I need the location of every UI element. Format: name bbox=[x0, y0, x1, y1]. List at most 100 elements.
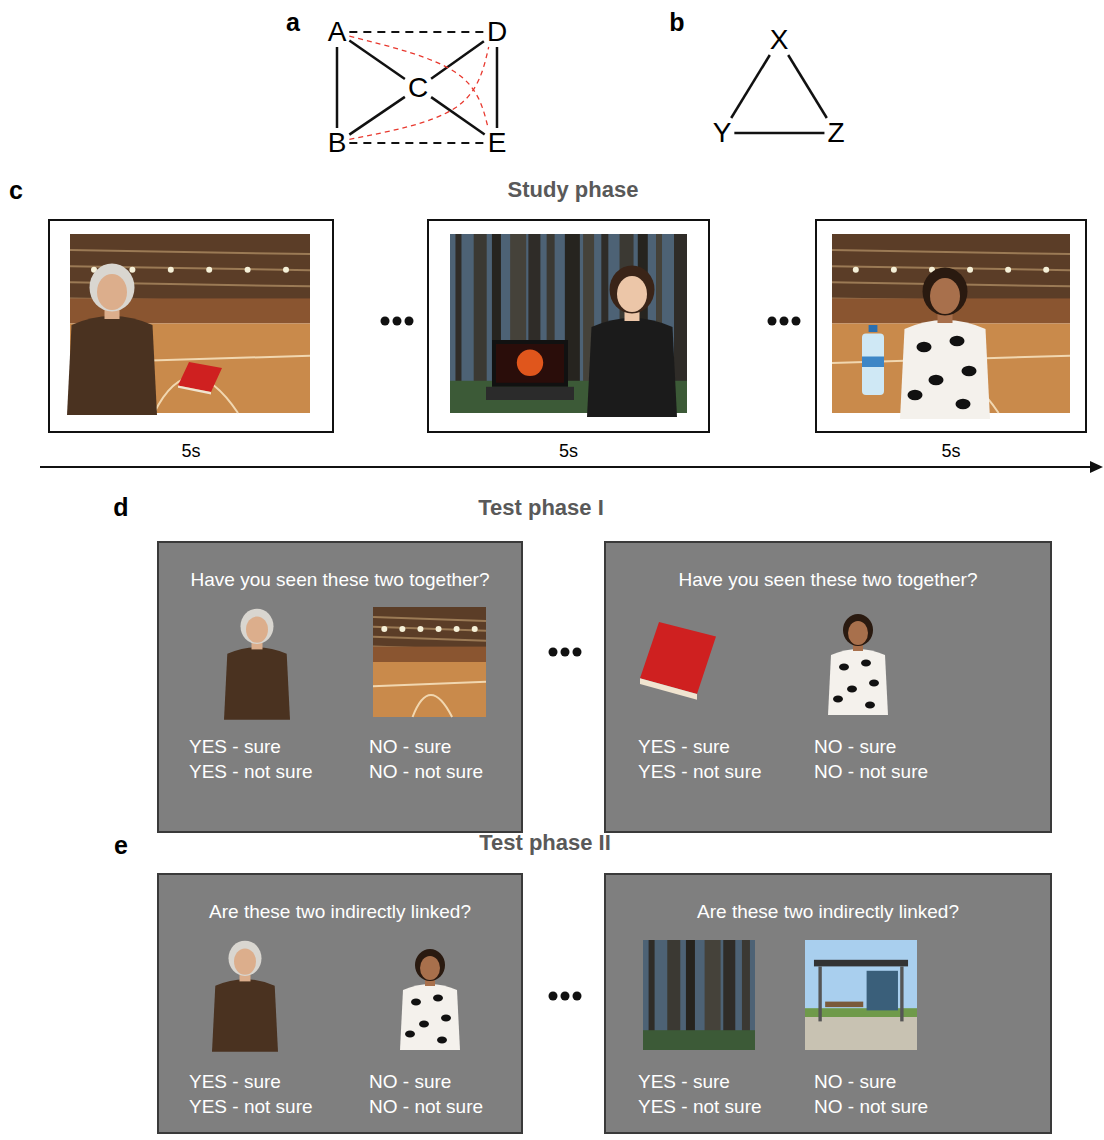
study-frame: 5s bbox=[815, 219, 1087, 433]
test-panel: Are these two indirectly linked?YES - su… bbox=[157, 873, 523, 1134]
pattern-spot bbox=[908, 390, 923, 401]
duration-label: 5s bbox=[181, 441, 200, 462]
court-line bbox=[373, 682, 486, 686]
roof-beam bbox=[373, 637, 486, 641]
panel-letter: c bbox=[9, 176, 23, 205]
ellipsis-dot bbox=[405, 317, 414, 326]
response-option: NO - not sure bbox=[814, 761, 928, 784]
test-panel: Have you seen these two together?YES - s… bbox=[157, 541, 523, 833]
book-pages bbox=[178, 385, 211, 394]
sky bbox=[805, 940, 917, 1050]
phase-title: Test phase I bbox=[478, 495, 604, 521]
graph-node: D bbox=[484, 17, 510, 47]
book-picture bbox=[640, 622, 716, 700]
person-face bbox=[97, 274, 127, 310]
person-hair bbox=[923, 268, 968, 316]
pattern-spot bbox=[441, 1015, 451, 1022]
forest-sky bbox=[643, 940, 755, 1050]
pattern-spot bbox=[839, 664, 849, 671]
direct-link bbox=[734, 132, 824, 135]
person-body bbox=[67, 316, 157, 415]
response-option: YES - sure bbox=[638, 736, 730, 759]
pattern-spot bbox=[411, 999, 421, 1006]
pattern-spot bbox=[869, 680, 879, 687]
pattern-spot bbox=[956, 399, 971, 410]
node-letter: C bbox=[405, 73, 431, 103]
forest-ground bbox=[643, 1030, 755, 1050]
shelter-post bbox=[818, 966, 821, 1021]
person-figure bbox=[828, 614, 888, 715]
ellipsis-dot bbox=[561, 648, 570, 657]
bottle-cap bbox=[869, 325, 878, 332]
response-option: NO - not sure bbox=[369, 761, 483, 784]
phase-title: Study phase bbox=[508, 177, 639, 203]
test-panel: Are these two indirectly linked?YES - su… bbox=[604, 873, 1052, 1134]
panel-ground bbox=[157, 541, 523, 833]
response-option: NO - sure bbox=[369, 1071, 451, 1094]
gym-lamp bbox=[168, 267, 174, 273]
person-figure bbox=[212, 941, 278, 1052]
roof-beam bbox=[373, 617, 486, 621]
laptop-base bbox=[486, 387, 574, 400]
gym-bleachers bbox=[373, 647, 486, 662]
laptop-screen bbox=[496, 344, 564, 383]
question-text: Have you seen these two together? bbox=[191, 569, 490, 592]
response-option: NO - sure bbox=[814, 1071, 896, 1094]
pattern-spot bbox=[929, 375, 944, 386]
ellipsis-dot bbox=[393, 317, 402, 326]
book-picture bbox=[178, 362, 222, 394]
person-face bbox=[420, 956, 440, 980]
gym-lamp bbox=[853, 267, 859, 273]
pattern-spot bbox=[861, 660, 871, 667]
person-body bbox=[587, 318, 677, 417]
roof-beam bbox=[373, 627, 486, 631]
timeline-head bbox=[1090, 461, 1103, 473]
ellipsis-dot bbox=[792, 317, 801, 326]
direct-link bbox=[431, 41, 484, 78]
ellipsis-dot bbox=[549, 992, 558, 1001]
panel-letter: e bbox=[114, 831, 128, 860]
roof-beam bbox=[832, 250, 1070, 254]
question-text: Have you seen these two together? bbox=[679, 569, 978, 592]
person-figure bbox=[587, 266, 677, 418]
court-arc bbox=[413, 695, 453, 717]
direct-link bbox=[349, 41, 405, 79]
gym-lamp bbox=[454, 626, 460, 632]
ellipsis-dots bbox=[549, 648, 582, 657]
indirect-link-curve bbox=[349, 47, 488, 139]
person-face bbox=[930, 278, 960, 314]
person-body bbox=[212, 979, 278, 1052]
pavement bbox=[805, 1017, 917, 1050]
bottle-picture bbox=[862, 325, 884, 395]
gym-lamp bbox=[283, 267, 289, 273]
phase-title: Test phase II bbox=[479, 830, 611, 856]
laptop-lid bbox=[492, 340, 568, 387]
gym-lamp bbox=[206, 267, 212, 273]
person-hair bbox=[241, 609, 274, 644]
person-body bbox=[900, 320, 990, 419]
response-option: NO - not sure bbox=[369, 1096, 483, 1119]
bench bbox=[825, 1002, 863, 1008]
node-letter: Z bbox=[824, 118, 847, 148]
pattern-spot bbox=[847, 686, 857, 693]
node-letter: D bbox=[484, 17, 510, 47]
graph-node: A bbox=[325, 17, 350, 47]
direct-link bbox=[336, 47, 339, 128]
forest-picture bbox=[643, 940, 755, 1050]
person-hair bbox=[90, 264, 135, 312]
pattern-spot bbox=[437, 1037, 447, 1044]
person-body bbox=[400, 984, 460, 1050]
gym-lamp bbox=[1043, 267, 1049, 273]
direct-link bbox=[496, 47, 499, 128]
person-body bbox=[224, 647, 290, 720]
ellipsis-dots bbox=[381, 317, 414, 326]
panel-ground bbox=[604, 873, 1052, 1134]
person-face bbox=[246, 616, 268, 642]
study-frame: 5s bbox=[48, 219, 334, 433]
person-figure bbox=[224, 609, 290, 720]
dashed-link bbox=[349, 142, 484, 144]
direct-link bbox=[731, 55, 770, 118]
person-figure bbox=[400, 949, 460, 1050]
pattern-spot bbox=[433, 995, 443, 1002]
gym-lamp bbox=[472, 626, 478, 632]
